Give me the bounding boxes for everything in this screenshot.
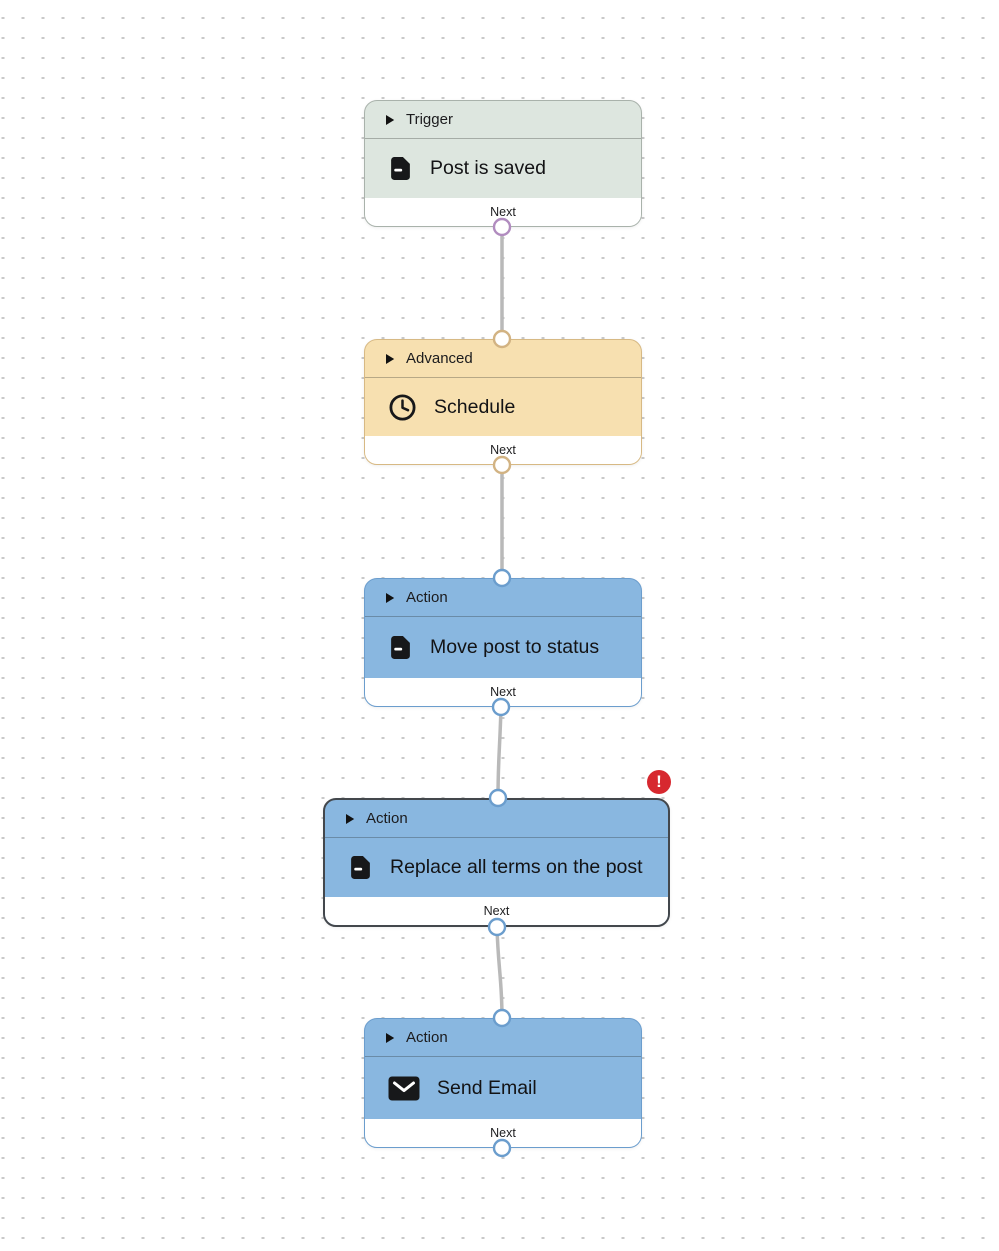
node-title: Replace all terms on the post <box>390 856 643 878</box>
node-action-replace-all-terms[interactable]: Action Replace all terms on the post Nex… <box>323 798 670 927</box>
port-send-email-next[interactable] <box>492 1138 512 1158</box>
node-category-label: Action <box>366 810 408 827</box>
disclosure-triangle-icon[interactable] <box>385 353 395 365</box>
port-move-post-in[interactable] <box>492 568 512 588</box>
disclosure-triangle-icon[interactable] <box>345 813 355 825</box>
node-action-send-email[interactable]: Action Send Email Next <box>364 1018 642 1148</box>
node-header-action[interactable]: Action <box>365 579 641 617</box>
node-header-trigger[interactable]: Trigger <box>365 101 641 139</box>
clock-icon <box>388 393 417 422</box>
port-schedule-in[interactable] <box>492 329 512 349</box>
node-title: Send Email <box>437 1076 537 1099</box>
node-body[interactable]: Replace all terms on the post <box>325 838 668 897</box>
node-category-label: Action <box>406 589 448 606</box>
port-replace-terms-in[interactable] <box>488 788 508 808</box>
node-action-move-post-to-status[interactable]: Action Move post to status Next <box>364 578 642 707</box>
port-replace-terms-next[interactable] <box>487 917 507 937</box>
document-icon <box>388 635 413 660</box>
node-body[interactable]: Schedule <box>365 378 641 436</box>
edge-replace-terms-to-send-email[interactable] <box>495 926 504 1019</box>
port-send-email-in[interactable] <box>492 1008 512 1028</box>
port-schedule-next[interactable] <box>492 455 512 475</box>
document-icon <box>348 855 373 880</box>
node-body[interactable]: Send Email <box>365 1057 641 1119</box>
node-body[interactable]: Post is saved <box>365 139 641 198</box>
disclosure-triangle-icon[interactable] <box>385 592 395 604</box>
node-header-advanced[interactable]: Advanced <box>365 340 641 378</box>
document-icon <box>388 156 413 181</box>
node-header-action[interactable]: Action <box>365 1019 641 1057</box>
envelope-icon <box>388 1076 420 1101</box>
node-category-label: Action <box>406 1029 448 1046</box>
node-title: Move post to status <box>430 636 600 658</box>
node-title: Post is saved <box>430 157 546 179</box>
error-badge[interactable]: ! <box>647 770 671 794</box>
port-move-post-next[interactable] <box>491 697 511 717</box>
node-header-action[interactable]: Action <box>325 800 668 838</box>
edge-move-post-to-replace-terms[interactable] <box>496 706 503 799</box>
node-category-label: Trigger <box>406 111 453 128</box>
port-trigger-next[interactable] <box>492 217 512 237</box>
node-title: Schedule <box>434 395 516 418</box>
node-advanced-schedule[interactable]: Advanced Schedule Next <box>364 339 642 465</box>
node-trigger-post-is-saved[interactable]: Trigger Post is saved Next <box>364 100 642 227</box>
node-body[interactable]: Move post to status <box>365 617 641 678</box>
node-category-label: Advanced <box>406 350 473 367</box>
disclosure-triangle-icon[interactable] <box>385 1032 395 1044</box>
disclosure-triangle-icon[interactable] <box>385 114 395 126</box>
